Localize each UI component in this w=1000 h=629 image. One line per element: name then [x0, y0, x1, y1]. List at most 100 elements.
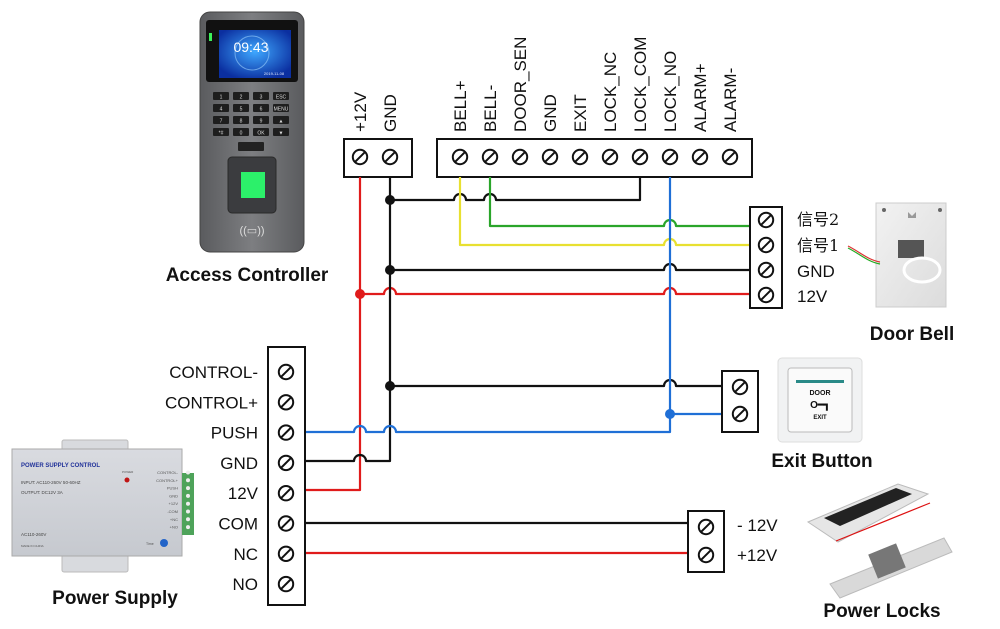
fingerprint-sensor — [241, 172, 265, 198]
terminal-screw — [571, 148, 589, 166]
ps-ac-label: AC110-260V — [21, 532, 46, 537]
terminal-screw — [631, 148, 649, 166]
ps-side-screw — [186, 525, 190, 530]
keypad-key-label: 7 — [220, 119, 223, 125]
ps-pin-label: CONTROL+ — [165, 393, 258, 412]
terminal-screw — [721, 148, 739, 166]
terminal-label: BELL- — [481, 85, 500, 132]
terminal-screw — [541, 148, 559, 166]
junction-dot — [385, 195, 395, 205]
terminal-screw — [691, 148, 709, 166]
ps-side-screw — [186, 501, 190, 506]
keypad-key-label: 5 — [240, 107, 243, 113]
terminal-screw — [277, 454, 295, 472]
terminal-screw — [481, 148, 499, 166]
doorbell-key — [238, 142, 264, 151]
ps-time-label: Time — [146, 542, 154, 546]
lock-pin-plus12v: +12V — [737, 546, 778, 565]
door-bell-terminal-block: 信号2 信号1 GND 12V — [749, 206, 839, 309]
terminal-label: LOCK_NO — [661, 51, 680, 132]
terminal-label: EXIT — [571, 94, 590, 132]
ps-side-screw — [186, 470, 190, 475]
ps-side-screw — [186, 493, 190, 498]
junction-dot — [385, 265, 395, 275]
ps-pin-label: CONTROL- — [169, 363, 258, 382]
keypad-key-label: 6 — [260, 107, 263, 113]
keypad-key-label: 4 — [220, 107, 223, 113]
ps-side-screw — [186, 517, 190, 522]
ps-side-label: +NO — [170, 525, 178, 530]
terminal-label: LOCK_COM — [631, 37, 650, 132]
terminal-label: ALARM+ — [691, 63, 710, 132]
terminal-label: LOCK_NC — [601, 52, 620, 132]
ps-pin-label: NO — [233, 575, 259, 594]
ps-side-label: GND — [169, 493, 178, 498]
ps-pin-label: COM — [218, 515, 258, 534]
terminal-screw — [277, 363, 295, 381]
ps-side-screw — [186, 478, 190, 483]
power-supply-title: Power Supply — [52, 588, 178, 609]
wire-green-bell-minus — [488, 177, 750, 228]
wire-red-12v-to-ps — [305, 177, 362, 492]
ps-pin-label: NC — [233, 545, 258, 564]
terminal-label-plus12v: +12V — [351, 91, 370, 132]
exit-button-terminal-block — [721, 370, 759, 433]
bell-pin-gnd: GND — [797, 262, 835, 281]
terminal-screw — [277, 545, 295, 562]
terminal-screw — [277, 515, 295, 532]
keypad-key — [233, 92, 249, 100]
power-supply-device: POWER SUPPLY CONTROL INPUT: AC110-260V 5… — [11, 439, 194, 573]
ps-pin-label: 12V — [228, 484, 259, 503]
power-supply-terminal-block: CONTROL- CONTROL+ PUSH GND 12V COM NC NO — [165, 346, 306, 606]
ps-side-label: CONTROL+ — [156, 478, 179, 483]
junction-dot — [355, 289, 365, 299]
terminal-screw — [601, 148, 619, 166]
time-knob-icon — [160, 539, 168, 547]
exit-face-top: DOOR — [810, 390, 831, 397]
screen-time: 09:43 — [233, 39, 268, 55]
ps-side-label: +12V — [169, 501, 179, 506]
screen-date: 2019-11-08 — [264, 71, 285, 76]
terminal-label-gnd: GND — [381, 94, 400, 132]
keypad-key — [213, 104, 229, 112]
power-locks-terminal-block: - 12V +12V — [687, 510, 778, 573]
wire-yellow-bell-plus — [458, 177, 750, 247]
keypad-key — [273, 128, 289, 136]
terminal-screw — [277, 575, 295, 593]
wire-black-to-bell-gnd — [390, 262, 750, 272]
wire-black-gnd-to-lock-com — [390, 177, 642, 202]
keypad-key — [253, 128, 269, 136]
keypad-key-label: 1 — [220, 95, 223, 101]
ps-input-label: INPUT: AC110-260V 50-60HZ — [21, 480, 81, 485]
keypad-key — [253, 116, 269, 124]
ps-side-label: +NC — [170, 517, 178, 522]
ps-power-label: POWER — [122, 470, 134, 474]
ps-pin-label: GND — [220, 454, 258, 473]
junction-dot — [385, 381, 395, 391]
controller-power-terminal-block: +12V GND — [343, 91, 413, 178]
keypad-key — [253, 92, 269, 100]
keypad-key-label: 9 — [260, 119, 263, 125]
terminal-screw — [277, 394, 295, 411]
door-bell-device — [847, 202, 947, 308]
exit-face-bottom: EXIT — [813, 415, 827, 421]
keypad-key — [233, 104, 249, 112]
terminal-screw — [277, 485, 295, 502]
keypad-key — [253, 104, 269, 112]
ps-output-label: OUTPUT: DC12V 3A — [21, 490, 63, 495]
terminal-screw — [277, 424, 295, 441]
keypad-key — [273, 92, 289, 100]
power-locks-title: Power Locks — [823, 601, 940, 622]
rfid-icon: ((▭)) — [239, 225, 264, 237]
keypad-key-label: ▼ — [279, 131, 284, 137]
keypad-key-label: 8 — [240, 119, 243, 125]
ps-side-label: PUSH — [167, 486, 178, 491]
keypad-key-label: ESC — [276, 95, 287, 101]
key-icon: O━┓ — [810, 400, 830, 411]
keypad-key — [213, 128, 229, 136]
keypad-key — [213, 92, 229, 100]
keypad-key-label: ▲ — [279, 119, 284, 125]
terminal-screw — [511, 148, 529, 166]
